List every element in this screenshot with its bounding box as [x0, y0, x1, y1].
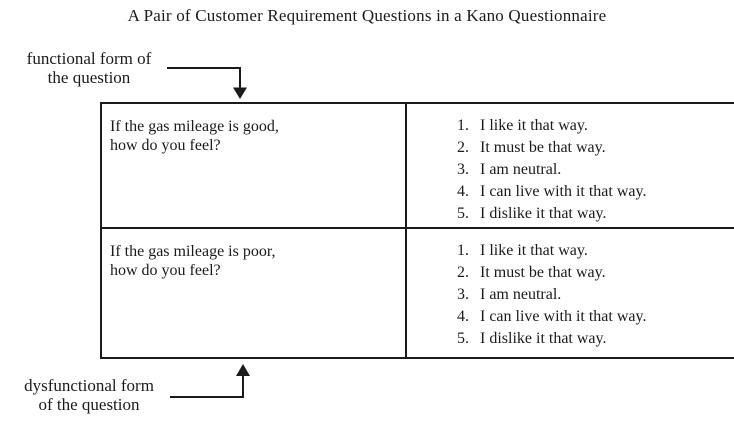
question-cell-dysfunctional: If the gas mileage is poor, how do you f…: [100, 227, 407, 359]
option-number: 1.: [457, 117, 469, 134]
kano-question-table: If the gas mileage is good, how do you f…: [100, 102, 734, 359]
answer-option: 1. I like it that way.: [457, 240, 734, 262]
answer-option: 4. I can live with it that way.: [457, 306, 734, 328]
option-text: I like it that way.: [480, 117, 588, 134]
functional-form-label-line2: the question: [47, 68, 131, 87]
question-line: how do you feel?: [110, 137, 221, 154]
option-text: I am neutral.: [480, 286, 562, 303]
option-text: It must be that way.: [480, 264, 606, 281]
answers-cell-functional: 1. I like it that way. 2. It must be that …: [405, 102, 734, 229]
table-row-dysfunctional: If the gas mileage is poor, how do you f…: [100, 227, 734, 359]
functional-arrowhead-down-icon: [233, 87, 247, 99]
answer-option: 5. I dislike it that way.: [457, 203, 734, 225]
option-text: It must be that way.: [480, 139, 606, 156]
functional-arrow-line: [167, 67, 241, 89]
dysfunctional-arrowhead-up-icon: [236, 364, 250, 376]
option-number: 2.: [457, 264, 469, 281]
answer-option: 2. It must be that way.: [457, 262, 734, 284]
table-row-functional: If the gas mileage is good, how do you f…: [100, 102, 734, 229]
functional-form-label-line1: functional form of: [26, 49, 152, 68]
answer-option: 4. I can live with it that way.: [457, 181, 734, 203]
option-number: 2.: [457, 139, 469, 156]
dysfunctional-arrow-line: [170, 375, 244, 398]
option-number: 3.: [457, 161, 469, 178]
option-text: I can live with it that way.: [480, 308, 647, 325]
answers-cell-dysfunctional: 1. I like it that way. 2. It must be that …: [405, 227, 734, 359]
figure-title: A Pair of Customer Requirement Questions…: [127, 6, 607, 25]
option-number: 5.: [457, 205, 469, 222]
question-line: how do you feel?: [110, 262, 221, 279]
option-text: I am neutral.: [480, 161, 562, 178]
option-text: I can live with it that way.: [480, 183, 647, 200]
option-text: I like it that way.: [480, 242, 588, 259]
answer-option: 1. I like it that way.: [457, 115, 734, 137]
option-number: 4.: [457, 308, 469, 325]
answer-option: 3. I am neutral.: [457, 159, 734, 181]
dysfunctional-form-label-line1: dysfunctional form: [24, 376, 154, 395]
option-number: 4.: [457, 183, 469, 200]
option-number: 5.: [457, 330, 469, 347]
option-text: I dislike it that way.: [480, 330, 607, 347]
question-cell-functional: If the gas mileage is good, how do you f…: [100, 102, 407, 229]
option-text: I dislike it that way.: [480, 205, 607, 222]
option-number: 1.: [457, 242, 469, 259]
dysfunctional-form-label: dysfunctional form of the question: [6, 376, 172, 414]
answer-option: 3. I am neutral.: [457, 284, 734, 306]
functional-form-label: functional form of the question: [8, 49, 170, 87]
answer-option: 5. I dislike it that way.: [457, 328, 734, 350]
answer-option: 2. It must be that way.: [457, 137, 734, 159]
dysfunctional-form-label-line2: of the question: [38, 395, 140, 414]
question-line: If the gas mileage is good,: [110, 118, 279, 135]
option-number: 3.: [457, 286, 469, 303]
question-line: If the gas mileage is poor,: [110, 243, 276, 260]
